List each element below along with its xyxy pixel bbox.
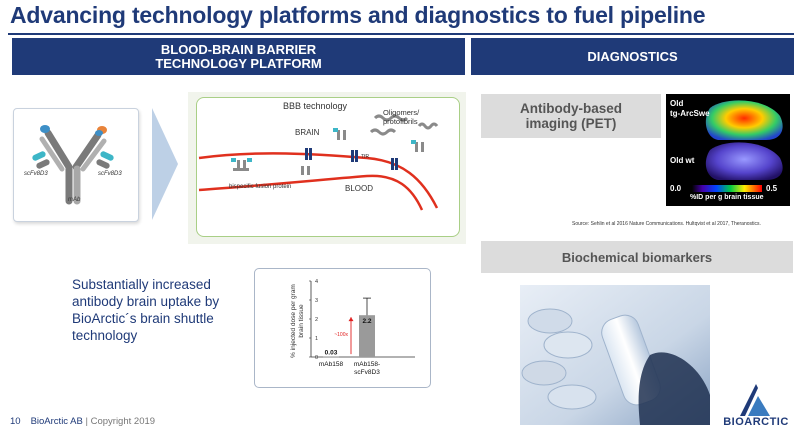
bbb-header-line2: TECHNOLOGY PLATFORM <box>155 55 322 71</box>
logo-mountain-icon <box>740 384 770 416</box>
biochemical-biomarkers-label: Biochemical biomarkers <box>481 241 793 273</box>
pet-scan-image: Old tg-ArcSwe Old wt 0.0 0.5 %ID per g b… <box>666 94 790 206</box>
test-tube-image <box>520 285 710 425</box>
title-divider <box>8 33 794 35</box>
bar-mAb158 <box>323 356 339 358</box>
footer-copyright: Copyright 2019 <box>90 416 156 427</box>
bbb-platform-header: BLOOD-BRAIN BARRIER TECHNOLOGY PLATFORM <box>12 38 465 75</box>
y-tick-label: 2 <box>315 317 318 323</box>
y-tick-label: 4 <box>315 279 318 285</box>
bbb-title: BBB technology <box>283 101 348 111</box>
x-tick-label: mAb158 <box>319 361 344 368</box>
footer-company: BioArctic AB <box>30 416 83 427</box>
brain-label: BRAIN <box>295 128 320 137</box>
footer-separator: | <box>82 416 91 427</box>
fold-annotation: ~100x <box>334 332 348 338</box>
uptake-description: Substantially increased antibody brain u… <box>72 277 220 343</box>
pet-imaging-label: Antibody-based imaging (PET) <box>481 94 661 138</box>
scale-unit-label: %ID per g brain tissue <box>690 194 764 201</box>
pet-label-line1: Antibody-based <box>519 101 622 116</box>
y-axis-label: % injected dose per gram <box>290 284 297 358</box>
pet-label-line2: imaging (PET) <box>525 116 617 131</box>
scfv-right-label: scFv8D3 <box>98 171 122 177</box>
tfr-label: TfR <box>361 154 370 160</box>
bioarctic-logo: BIOARCTIC <box>718 382 794 430</box>
old-tg-label-2: tg-ArcSwe <box>670 109 710 118</box>
bar-value-label: 2.2 <box>362 318 371 325</box>
mab-label: mAb <box>68 197 81 203</box>
bar-mAb158-scFv8D3 <box>359 315 375 357</box>
chevron-right-icon <box>152 108 178 220</box>
antibody-icon <box>32 125 114 205</box>
sample-tubes-photo <box>520 285 710 425</box>
x-tick-label: mAb158- <box>354 361 380 368</box>
oligomers-label-2: protofibrils <box>383 117 418 126</box>
source-citation: Source: Sehlin et al 2016 Nature Communi… <box>572 221 761 227</box>
blood-label: BLOOD <box>345 184 374 193</box>
page-number: 10 <box>10 416 21 427</box>
footer: 10 BioArctic AB | Copyright 2019 <box>10 416 155 427</box>
scfv-left-label: scFv8D3 <box>24 171 48 177</box>
page-title: Advancing technology platforms and diagn… <box>10 2 706 28</box>
bar-value-label: 0.03 <box>325 349 338 356</box>
scale-min-label: 0.0 <box>670 184 682 193</box>
bbb-header-line1: BLOOD-BRAIN BARRIER <box>160 41 317 57</box>
old-wt-label: Old wt <box>670 156 695 165</box>
bbb-vessel-drawing <box>198 114 439 211</box>
antibody-illustration: scFv8D3 scFv8D3 mAb <box>13 108 139 222</box>
y-tick-label: 3 <box>315 298 318 304</box>
old-tg-label-1: Old <box>670 99 684 108</box>
x-tick-label: scFv8D3 <box>354 369 380 376</box>
oligomers-label-1: Oligomers/ <box>383 108 420 117</box>
y-axis-label-2: brain tissue <box>298 304 305 338</box>
fold-arrow-head <box>348 317 354 322</box>
diagnostics-header: DIAGNOSTICS <box>471 38 794 75</box>
y-tick-label: 1 <box>315 336 318 342</box>
scale-max-label: 0.5 <box>766 184 778 193</box>
pet-brain-scans <box>692 100 783 192</box>
bbb-diagram: BBB technology BRAIN BLOOD Oligomers/ pr… <box>196 97 460 237</box>
y-tick-label: 0 <box>315 355 318 361</box>
logo-text: BIOARCTIC <box>723 416 789 428</box>
fusion-protein-label: bispecific fusion protein <box>229 184 292 190</box>
